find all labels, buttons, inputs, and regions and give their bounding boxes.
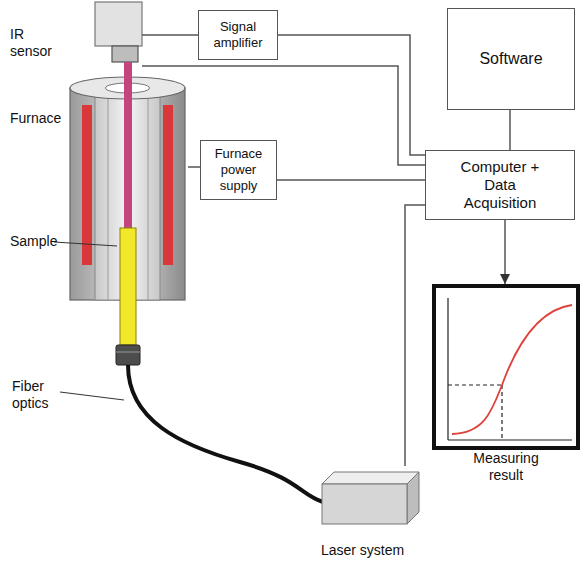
node-label: Laser system xyxy=(300,542,425,559)
laser-housing xyxy=(322,472,419,484)
part-label: Fiber optics xyxy=(12,378,60,412)
flow-arrow xyxy=(504,220,506,284)
part-label: Sample xyxy=(10,233,56,250)
process-box: Furnace power supply xyxy=(200,140,277,200)
fiber-connector xyxy=(116,352,140,353)
node-label: Measuring result xyxy=(436,450,576,484)
furnace-bore xyxy=(108,96,109,300)
process-box: Signal amplifier xyxy=(198,10,278,60)
leader-line xyxy=(60,392,124,400)
process-box: Software xyxy=(447,8,575,110)
node-label: IR sensor xyxy=(10,26,60,60)
fiber-cable xyxy=(128,365,323,502)
furnace-bore xyxy=(148,96,149,300)
graph-axis xyxy=(447,298,448,440)
process-box: Computer + Data Acquisition xyxy=(425,150,575,220)
signal-line xyxy=(405,205,425,466)
heater-element xyxy=(82,105,92,265)
signal-line xyxy=(278,35,425,155)
laser-region: Laser system xyxy=(300,466,425,572)
graph-axis xyxy=(448,439,572,440)
graph-guide xyxy=(448,384,502,385)
box-text: Computer + Data Acquisition xyxy=(450,158,550,213)
box-text: Furnace power supply xyxy=(207,146,270,194)
laser-housing xyxy=(407,472,419,524)
signal-line xyxy=(509,110,511,150)
graph-curve xyxy=(452,305,572,434)
fiber-connector xyxy=(116,345,140,365)
signal-line xyxy=(142,34,198,36)
laser-housing xyxy=(322,484,407,524)
furnace-region: Furnace xyxy=(8,80,188,305)
sensor-body xyxy=(95,2,142,46)
leader-line xyxy=(54,242,117,246)
node-label: Furnace xyxy=(10,110,61,127)
box-text: Signal amplifier xyxy=(205,19,271,51)
signal-line xyxy=(188,166,200,168)
box-text: Software xyxy=(479,49,542,69)
result-display: Measuring result xyxy=(432,284,580,450)
signal-line xyxy=(277,179,425,181)
graph-guide xyxy=(501,385,502,440)
sensor-label-region: IR sensor xyxy=(8,0,142,70)
sensor-nozzle xyxy=(112,46,138,62)
sample-rod xyxy=(120,228,136,345)
heater-element xyxy=(163,105,173,265)
signal-line xyxy=(142,66,425,165)
ir-beam xyxy=(124,62,132,228)
